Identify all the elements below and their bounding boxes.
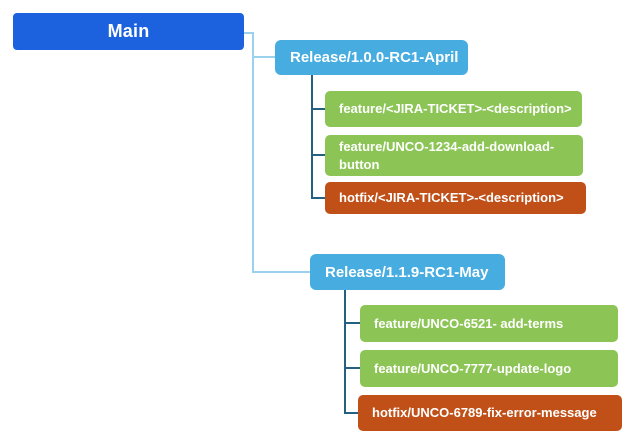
node-feature-jira-template: feature/<JIRA-TICKET>-<description> xyxy=(325,91,582,127)
node-release-1-1-9: Release/1.1.9-RC1-May xyxy=(310,254,505,290)
node-hotfix-jira-template: hotfix/<JIRA-TICKET>-<description> xyxy=(325,182,586,214)
node-release-1-0-0: Release/1.0.0-RC1-April xyxy=(275,40,468,75)
connector-release-2-child-2 xyxy=(344,367,360,369)
connector-release-1-child-2 xyxy=(311,154,325,156)
connector-release-2-child-1 xyxy=(344,322,360,324)
node-feature-unco-7777: feature/UNCO-7777-update-logo xyxy=(360,350,618,387)
connector-release-1-child-1 xyxy=(311,108,325,110)
node-hotfix-unco-6789: hotfix/UNCO-6789-fix-error-message xyxy=(358,395,622,431)
connector-to-release-2 xyxy=(252,271,310,273)
connector-to-release-1 xyxy=(252,56,275,58)
node-feature-unco-6521: feature/UNCO-6521- add-terms xyxy=(360,305,618,342)
node-main-branch: Main xyxy=(13,13,244,50)
connector-main-stub xyxy=(244,32,253,34)
connector-release-1-trunk xyxy=(311,75,313,199)
connector-main-trunk xyxy=(252,32,254,273)
connector-release-2-child-3 xyxy=(344,412,358,414)
connector-release-1-child-3 xyxy=(311,197,325,199)
connector-release-2-trunk xyxy=(344,290,346,414)
node-feature-unco-1234: feature/UNCO-1234-add-download-button xyxy=(325,135,583,176)
